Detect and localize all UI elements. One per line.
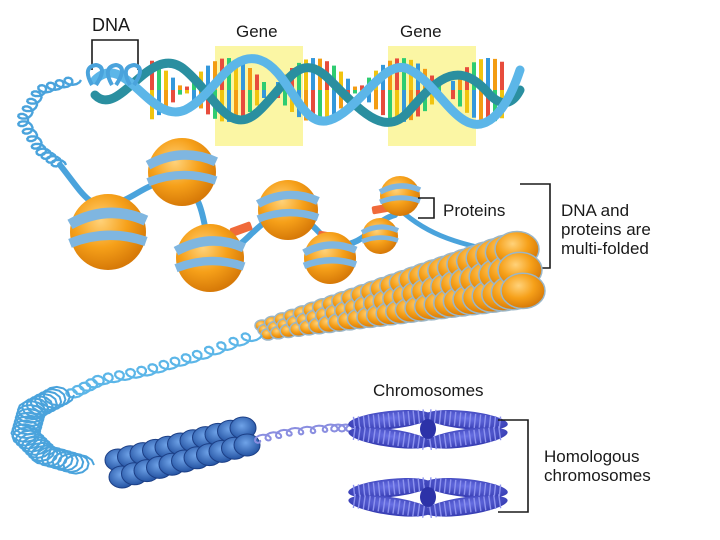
base-pair bbox=[339, 71, 343, 90]
nucleosome bbox=[145, 138, 218, 206]
multifolded-label-line2: proteins are bbox=[561, 220, 651, 239]
fiber-bead bbox=[500, 272, 546, 310]
base-pair bbox=[367, 90, 371, 103]
nucleosomes bbox=[67, 138, 422, 292]
condensed-bead bbox=[233, 433, 261, 457]
coiled-fiber-upper bbox=[16, 76, 83, 168]
base-pair bbox=[157, 64, 161, 90]
helix-loops bbox=[85, 62, 142, 87]
base-pair bbox=[458, 73, 462, 90]
base-pair bbox=[395, 58, 399, 90]
nucleosome bbox=[360, 218, 400, 254]
base-pair bbox=[479, 90, 483, 121]
base-pair bbox=[206, 90, 210, 115]
base-pair bbox=[227, 90, 231, 122]
base-pair bbox=[192, 90, 196, 102]
base-pair bbox=[241, 62, 245, 90]
proteins-bracket bbox=[418, 197, 435, 219]
base-pair bbox=[451, 90, 455, 100]
base-pair bbox=[185, 86, 189, 90]
base-pair bbox=[248, 67, 252, 90]
base-pair bbox=[304, 59, 308, 90]
coil-to-chromosome bbox=[253, 423, 361, 444]
base-pair bbox=[318, 90, 322, 122]
base-pair bbox=[346, 78, 350, 90]
homologous-label-line1: Homologous bbox=[544, 447, 640, 466]
base-pair bbox=[185, 90, 189, 94]
base-pair bbox=[430, 90, 434, 105]
base-pair bbox=[402, 90, 406, 122]
gene-label-2: Gene bbox=[400, 22, 442, 41]
base-pair bbox=[234, 59, 238, 90]
multifolded-label-line1: DNA and bbox=[561, 201, 630, 220]
base-pair bbox=[178, 90, 182, 95]
base-pair bbox=[171, 90, 175, 103]
helix-strand-front bbox=[90, 54, 525, 129]
base-pair bbox=[388, 90, 392, 120]
nucleosome bbox=[67, 194, 149, 270]
base-pair bbox=[248, 90, 252, 113]
nucleosome bbox=[173, 224, 246, 292]
base-pair bbox=[395, 90, 399, 122]
base-pair bbox=[458, 90, 462, 107]
base-pair bbox=[402, 58, 406, 90]
chromosomes-label: Chromosomes bbox=[373, 381, 484, 400]
base-pair bbox=[241, 90, 245, 118]
base-pair bbox=[493, 58, 497, 90]
base-pair bbox=[339, 90, 343, 109]
base-pair bbox=[255, 90, 259, 106]
nucleosome bbox=[378, 176, 422, 216]
chromatin-fiber bbox=[254, 230, 546, 341]
base-pair bbox=[206, 65, 210, 90]
gene-label-1: Gene bbox=[236, 22, 278, 41]
base-pair bbox=[374, 90, 378, 110]
base-pair bbox=[164, 90, 168, 110]
chromosome bbox=[348, 409, 508, 451]
base-pair bbox=[381, 90, 385, 116]
base-pair bbox=[423, 90, 427, 112]
base-pair bbox=[171, 77, 175, 90]
base-pair bbox=[500, 61, 504, 90]
dna-label: DNA bbox=[92, 15, 131, 35]
proteins-label: Proteins bbox=[443, 201, 506, 220]
base-pair bbox=[311, 58, 315, 90]
base-pair bbox=[255, 74, 259, 90]
helix-strand-back bbox=[90, 58, 525, 127]
nucleosome bbox=[302, 232, 358, 284]
multifolded-label-line3: multi-folded bbox=[561, 239, 649, 258]
supercoil-blue bbox=[10, 385, 95, 475]
base-pair bbox=[178, 85, 182, 90]
base-pair bbox=[325, 90, 329, 119]
base-pair bbox=[262, 90, 266, 99]
base-pair bbox=[486, 58, 490, 90]
base-pair bbox=[311, 90, 315, 122]
base-pair bbox=[353, 86, 357, 90]
homologous-bracket bbox=[498, 419, 529, 513]
base-pair bbox=[479, 59, 483, 90]
base-pair bbox=[164, 70, 168, 90]
base-pair bbox=[493, 90, 497, 122]
base-pair bbox=[360, 85, 364, 90]
base-pair bbox=[451, 80, 455, 90]
coiled-fiber-lower bbox=[65, 332, 263, 399]
base-pair bbox=[465, 90, 469, 113]
chromosome bbox=[348, 477, 508, 519]
base-pair bbox=[234, 90, 238, 121]
base-pair bbox=[213, 61, 217, 90]
base-pair bbox=[353, 90, 357, 94]
base-pair bbox=[332, 90, 336, 115]
base-pair bbox=[262, 81, 266, 90]
homologous-label-line2: chromosomes bbox=[544, 466, 651, 485]
base-pair bbox=[283, 90, 287, 106]
nucleosome bbox=[255, 180, 320, 240]
base-pair bbox=[297, 62, 301, 90]
chromosomes-pair bbox=[348, 409, 508, 519]
base-pair bbox=[486, 90, 490, 122]
condensed-chromatin bbox=[104, 416, 261, 489]
base-pair bbox=[472, 90, 476, 118]
base-pair bbox=[150, 60, 154, 90]
dna-bracket bbox=[91, 39, 139, 70]
